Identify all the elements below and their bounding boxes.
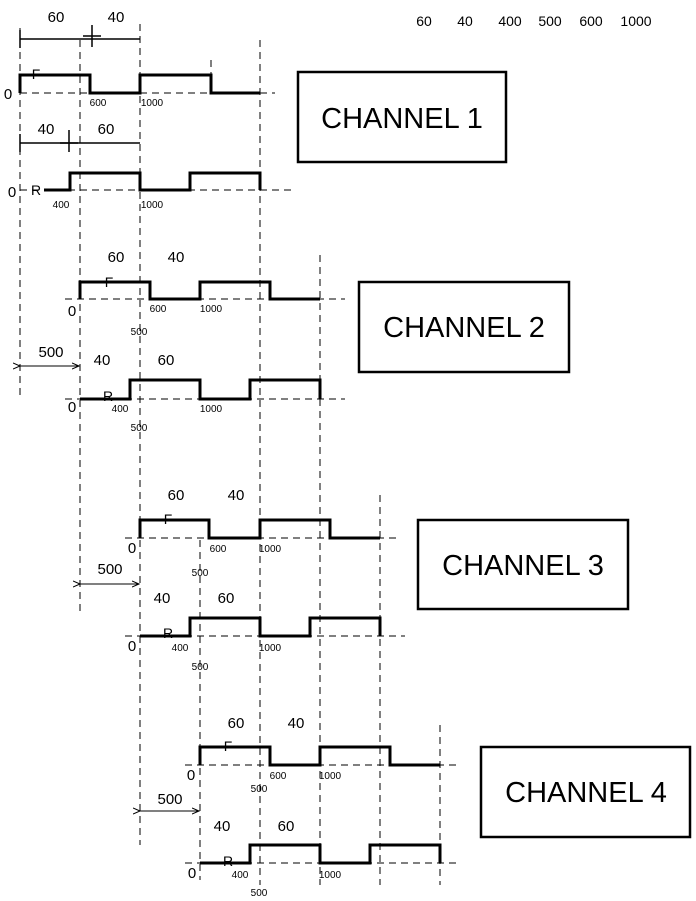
ch3-f-label: F	[164, 511, 173, 527]
ch4-r-duty-high: 60	[278, 818, 295, 835]
ch3-r-duty-high: 60	[218, 590, 235, 607]
top-tick-values: 60 40 400 500 600 1000	[416, 13, 652, 29]
ch1-title-box	[296, 70, 508, 164]
ch1-f-zero: 0	[4, 86, 12, 103]
ch3-r-waveform	[140, 616, 382, 638]
ch2-title: CHANNEL 2	[383, 312, 545, 344]
ch1-r-duty-high: 60	[98, 121, 115, 138]
ch3-f-zero: 0	[128, 540, 136, 557]
ch3-f-mark-600: 600	[210, 544, 227, 555]
ch1-f-waveform	[18, 73, 260, 95]
ch4-title-box	[479, 745, 692, 839]
ch3-r-zero: 0	[128, 638, 136, 655]
ch2-f-mark-600: 600	[150, 304, 167, 315]
top-tick-6: 1000	[620, 13, 651, 29]
ch2-r-mark-1000: 1000	[200, 404, 223, 415]
ch4-r-mark-400: 400	[232, 870, 249, 881]
ch4-offset: 500	[157, 791, 182, 808]
ch2-f-mark-1000: 1000	[200, 304, 223, 315]
ch1-r-duty-brackets	[19, 130, 140, 152]
channel-3: 60 40 0 F 600 1000 500 500 40 60 0 R 400…	[80, 487, 630, 673]
ch4-f-waveform	[198, 745, 440, 767]
ch2-title-box	[357, 280, 571, 374]
ch4-r-zero: 0	[188, 865, 196, 882]
ch3-f-duty-low: 40	[228, 487, 245, 504]
ch3-r-mark-400: 400	[172, 643, 189, 654]
ch2-f-waveform	[78, 280, 320, 301]
ch4-title: CHANNEL 4	[505, 777, 667, 809]
top-tick-4: 500	[538, 13, 562, 29]
top-tick-1: 60	[416, 13, 432, 29]
ch1-title: CHANNEL 1	[321, 103, 483, 135]
ch4-r-waveform	[200, 843, 442, 865]
ch2-r-mark-500: 500	[131, 423, 148, 434]
ch4-f-zero: 0	[187, 767, 195, 784]
ch4-f-duty-high: 60	[228, 715, 245, 732]
ch4-r-duty-low: 40	[214, 818, 231, 835]
ch3-r-mark-500: 500	[192, 662, 209, 673]
ch1-r-mark-400: 400	[53, 200, 70, 211]
ch3-title: CHANNEL 3	[442, 550, 604, 582]
ch3-r-mark-1000: 1000	[259, 643, 282, 654]
ch3-f-waveform	[138, 518, 380, 540]
ch1-r-zero: 0	[8, 184, 16, 201]
top-tick-2: 40	[457, 13, 473, 29]
ch2-r-label: R	[103, 388, 113, 404]
ch2-offset: 500	[38, 344, 63, 361]
time-guides	[19, 24, 441, 885]
ch3-offset: 500	[97, 561, 122, 578]
top-tick-5: 600	[579, 13, 603, 29]
ch1-r-mark-1000: 1000	[141, 200, 164, 211]
ch1-r-label: R	[31, 182, 41, 198]
top-tick-3: 400	[498, 13, 522, 29]
ch1-f-mark-600: 600	[90, 98, 107, 109]
ch1-r-duty-low: 40	[38, 121, 55, 138]
ch3-f-duty-high: 60	[168, 487, 185, 504]
ch2-r-mark-400: 400	[112, 404, 129, 415]
ch2-r-waveform	[80, 378, 322, 401]
ch1-f-duty-high: 60	[48, 9, 65, 26]
channel-4: 60 40 0 F 600 1000 500 500 40 60 0 R 400…	[140, 715, 692, 899]
ch3-r-label: R	[163, 625, 173, 641]
ch2-f-duty-high: 60	[108, 249, 125, 266]
ch2-f-label: F	[105, 274, 114, 290]
ch4-f-mark-1000: 1000	[319, 771, 342, 782]
ch2-f-zero: 0	[68, 303, 76, 320]
channel-1: 60 40 0 F 600 1000 40 60 0 R 400 1000	[4, 9, 508, 211]
ch2-r-duty-high: 60	[158, 352, 175, 369]
ch3-title-box	[416, 518, 630, 611]
ch1-f-mark-1000: 1000	[141, 98, 164, 109]
ch1-f-duty-brackets	[19, 25, 140, 48]
ch2-r-duty-low: 40	[94, 352, 111, 369]
ch4-f-mark-600: 600	[270, 771, 287, 782]
ch4-f-duty-low: 40	[288, 715, 305, 732]
channel-2: 60 40 0 F 600 1000 500 500 40 60 0 R 400…	[20, 249, 571, 434]
ch1-f-duty-low: 40	[108, 9, 125, 26]
ch2-f-mark-500: 500	[131, 327, 148, 338]
ch4-f-mark-500: 500	[251, 784, 268, 795]
ch1-f-label: F	[32, 66, 41, 82]
ch2-r-zero: 0	[68, 399, 76, 416]
ch1-r-waveform	[44, 171, 262, 192]
ch4-r-mark-500: 500	[251, 888, 268, 899]
ch4-f-label: F	[224, 738, 233, 754]
ch3-f-mark-1000: 1000	[259, 544, 282, 555]
ch2-f-duty-low: 40	[168, 249, 185, 266]
ch4-r-mark-1000: 1000	[319, 870, 342, 881]
ch3-r-duty-low: 40	[154, 590, 171, 607]
ch3-f-mark-500: 500	[192, 568, 209, 579]
ch4-r-label: R	[223, 853, 233, 869]
